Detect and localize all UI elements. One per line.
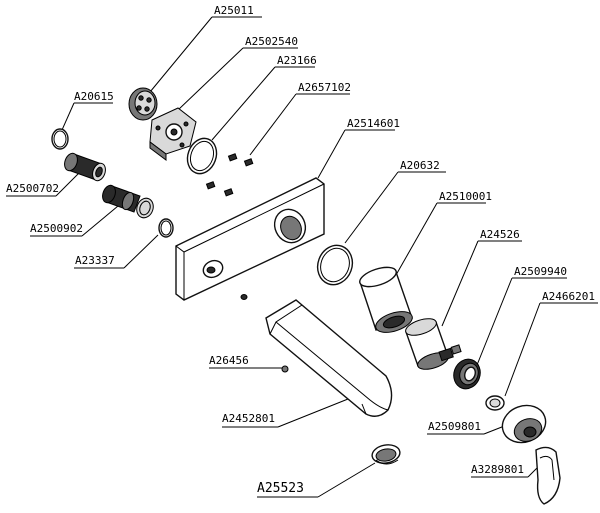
label-group-a23337: A23337	[74, 234, 159, 269]
label-group-a2502540: A2502540	[177, 35, 298, 111]
part-label-a24526: A24526	[480, 228, 520, 241]
label-group-a2510001: A2510001	[395, 190, 492, 276]
part-label-a2500702: A2500702	[6, 182, 59, 195]
label-group-a2500702: A2500702	[6, 171, 81, 197]
part-label-a20615: A20615	[74, 90, 114, 103]
part-a2509940-ring	[453, 358, 481, 390]
part-label-a23166: A23166	[277, 54, 317, 67]
label-group-a2509801: A2509801	[427, 420, 513, 435]
part-label-a3289801: A3289801	[471, 463, 524, 476]
label-group-a2514601: A2514601	[317, 117, 400, 179]
label-group-a20615: A20615	[61, 90, 114, 131]
label-group-a25011: A25011	[149, 4, 262, 93]
part-a2466201-washer	[485, 395, 505, 411]
part-a23337-o-ring	[158, 218, 174, 238]
label-group-a26456: A26456	[209, 354, 282, 369]
label-group-a2657102: A2657102	[249, 81, 351, 156]
part-label-a2510001: A2510001	[439, 190, 492, 203]
label-group-a2466201: A2466201	[504, 290, 598, 397]
part-a2657102-screws	[205, 153, 254, 197]
part-a25523-aerator	[371, 444, 401, 465]
label-group-a23166: A23166	[211, 54, 317, 141]
part-a20615-o-ring	[51, 128, 69, 150]
part-a24526-cartridge	[405, 318, 462, 370]
part-a20632-o-ring	[316, 244, 354, 286]
part-label-a2509940: A2509940	[514, 265, 567, 278]
part-label-a2500902: A2500902	[30, 222, 83, 235]
part-a2514601-wall-plate	[175, 177, 325, 301]
part-a3289801-lever	[535, 446, 561, 505]
part-label-a20632: A20632	[400, 159, 440, 172]
part-label-a2452801: A2452801	[222, 412, 275, 425]
part-label-a26456: A26456	[209, 354, 249, 367]
part-a25011-cartridge-disc	[128, 87, 158, 121]
part-label-a2657102: A2657102	[298, 81, 351, 94]
label-group-a2452801: A2452801	[222, 398, 349, 428]
part-a2500902-connector	[102, 184, 154, 219]
part-label-a2502540: A2502540	[245, 35, 298, 48]
part-label-a2509801: A2509801	[428, 420, 481, 433]
label-group-a2500902: A2500902	[30, 205, 119, 237]
part-label-a23337: A23337	[75, 254, 115, 267]
part-label-a2514601: A2514601	[347, 117, 400, 130]
part-label-a25523: A25523	[257, 481, 304, 496]
label-group-a24526: A24526	[441, 228, 522, 327]
part-a2510001-sleeve	[359, 266, 413, 333]
label-group-a20632: A20632	[344, 159, 446, 244]
part-a2452801-spout	[265, 299, 393, 417]
part-a2502540-valve-body	[149, 107, 197, 161]
part-a2500702-threaded-nipple	[64, 152, 106, 182]
part-a23166-o-ring	[186, 137, 218, 175]
part-a26456-grub-screw	[281, 365, 289, 373]
label-group-a25523: A25523	[257, 462, 376, 498]
part-a2509801-handle-hub	[501, 404, 547, 444]
part-label-a2466201: A2466201	[542, 290, 595, 303]
part-label-a25011: A25011	[214, 4, 254, 17]
label-group-a3289801: A3289801	[471, 462, 543, 478]
label-group-a2509940: A2509940	[474, 265, 567, 371]
part-plate-pin	[240, 294, 248, 300]
